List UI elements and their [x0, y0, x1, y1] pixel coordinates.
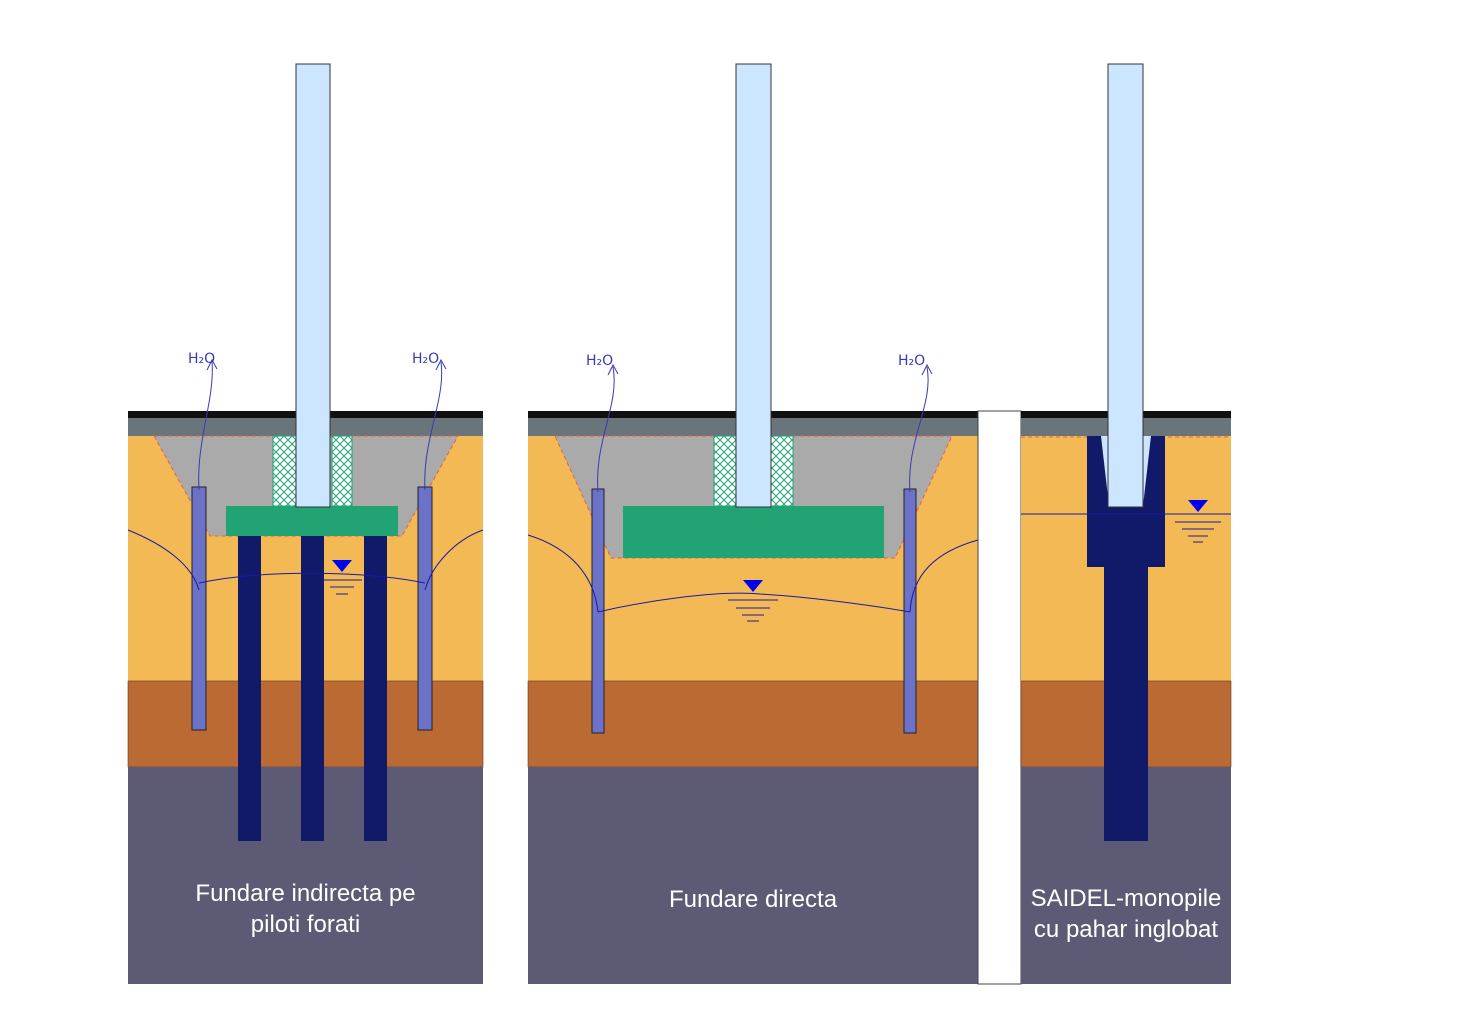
water-pump-arrow-left [597, 366, 615, 493]
water-level-marker [743, 580, 763, 592]
pile-left [238, 536, 261, 841]
monopile-shaft [1104, 566, 1148, 841]
water-pump-arrow-left [198, 361, 213, 491]
rock-layer [528, 767, 978, 984]
water-label-left: H₂O [188, 351, 215, 367]
arrowhead-left [607, 363, 619, 376]
arrowhead-right [921, 363, 933, 376]
grout-fill-left [272, 435, 298, 507]
water-table-curve [527, 534, 979, 613]
panel-label-direct: Fundare directa [528, 884, 978, 915]
water-level-lines [728, 599, 778, 622]
water-pump-arrow-right [424, 361, 443, 491]
panel-label-saidel: SAIDEL-monopile cu pahar inglobat [1021, 883, 1231, 945]
drain-well-left [191, 486, 207, 731]
water-level-lines [1175, 521, 1221, 543]
label-line: Fundare indirecta pe [195, 880, 416, 907]
arrowhead-left [206, 358, 218, 371]
panel-indirect-foundation: H₂O H₂O [127, 63, 484, 984]
water-table-curve [127, 529, 484, 591]
label-line: cu pahar inglobat [1033, 916, 1219, 943]
water-level-marker [1188, 500, 1208, 512]
pile-cap [226, 506, 398, 536]
label-line: Fundare directa [668, 886, 838, 913]
water-pump-arrow-right [909, 366, 929, 493]
column [735, 63, 772, 508]
label-line: SAIDEL-monopile [1030, 885, 1222, 912]
drain-well-right [417, 486, 433, 731]
grout-fill-right [331, 435, 353, 507]
pile-center [301, 536, 324, 841]
column [1107, 63, 1144, 508]
water-level-lines [322, 579, 362, 595]
grout-fill-left [713, 435, 737, 507]
panel-direct-foundation: H₂O H₂O [527, 63, 979, 984]
panel-separator [977, 410, 1022, 985]
column [295, 63, 331, 508]
panel-label-indirect: Fundare indirecta pe piloti forati [128, 878, 483, 940]
pile-right [364, 536, 387, 841]
water-label-right: H₂O [898, 353, 925, 369]
panel-saidel-monopile [1020, 63, 1232, 984]
arrowhead-right [435, 358, 447, 371]
label-line: piloti forati [250, 911, 361, 938]
foundation-slab [623, 506, 884, 558]
water-level-marker [332, 560, 352, 572]
water-label-right: H₂O [412, 351, 439, 367]
water-label-left: H₂O [586, 353, 613, 369]
grout-fill-right [770, 435, 794, 507]
